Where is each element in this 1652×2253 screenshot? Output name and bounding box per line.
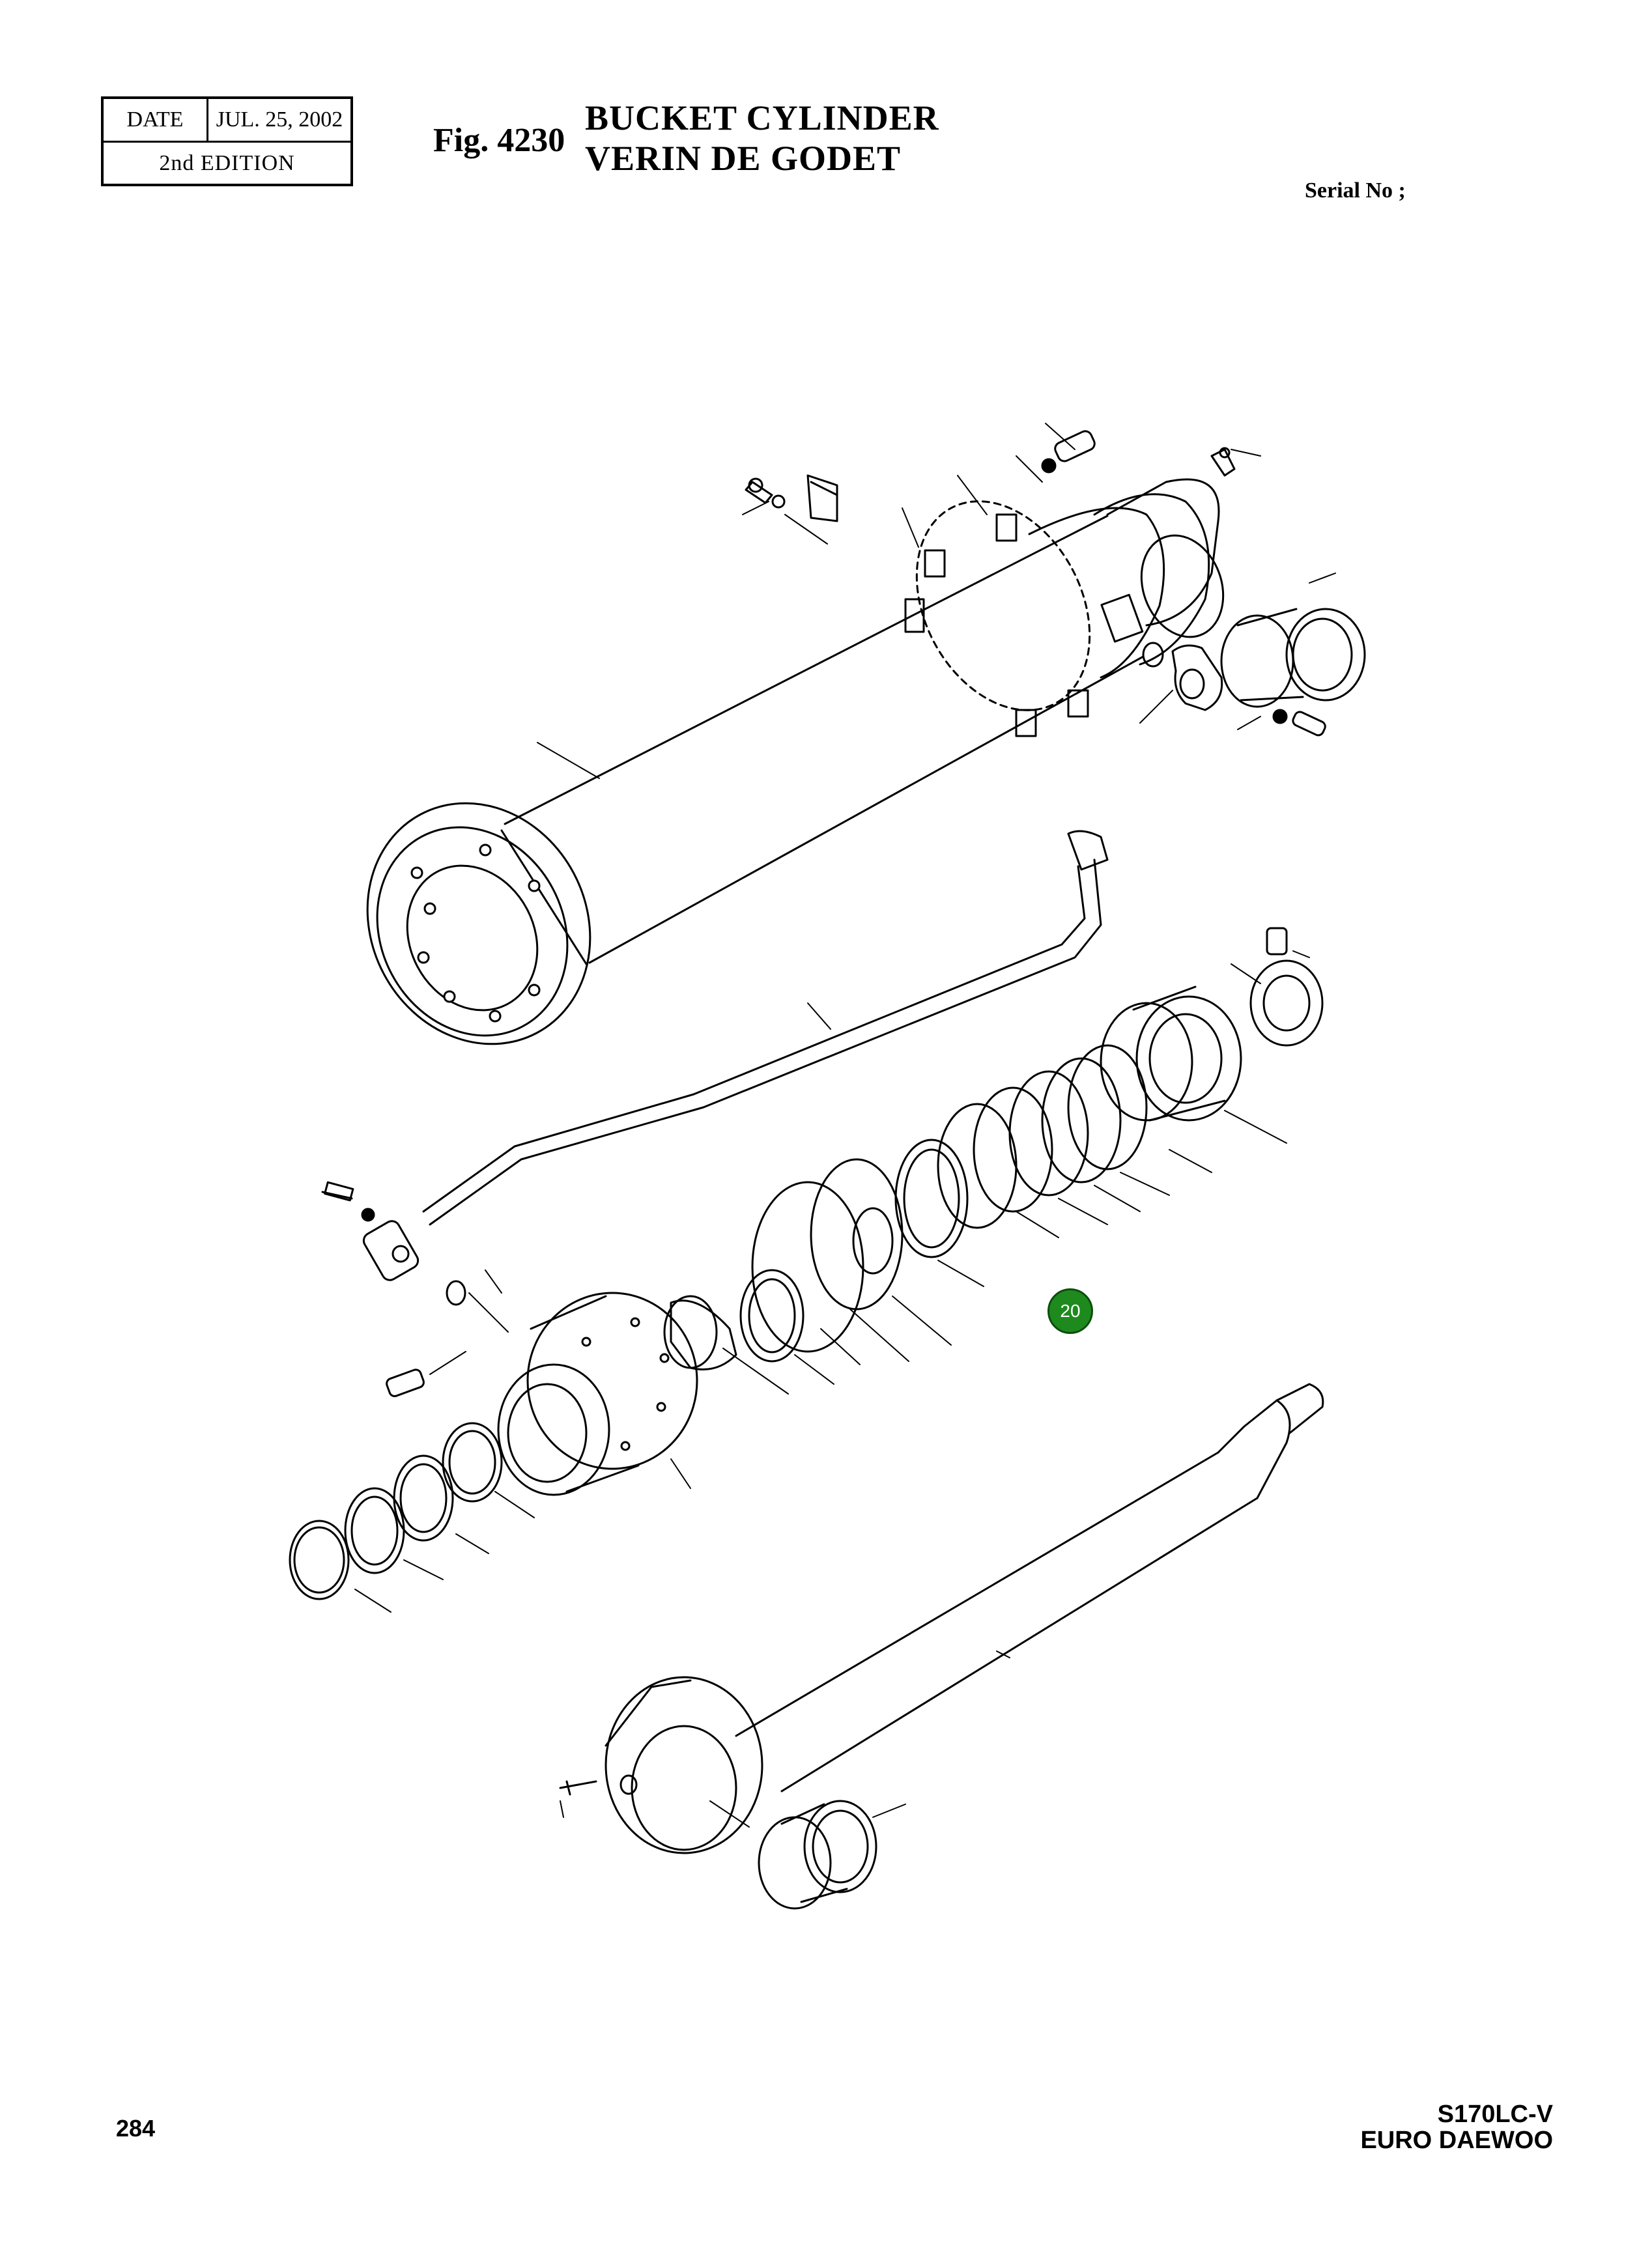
leader-lines (354, 423, 1336, 1828)
brand-name: EURO DAEWOO (1360, 2127, 1553, 2154)
part-callout-marker[interactable]: 20 (1047, 1288, 1093, 1334)
date-value: JUL. 25, 2002 (216, 107, 343, 132)
hydraulic-pipe (321, 830, 1109, 1306)
piston-rod (559, 1383, 1324, 1854)
title-french: VERIN DE GODET (585, 139, 902, 178)
cylinder-tube (366, 478, 1225, 1045)
date-row: DATE JUL. 25, 2002 (104, 99, 350, 143)
page-number: 284 (116, 2115, 156, 2142)
serial-label: Serial No ; (1305, 178, 1406, 203)
gland-rings (289, 1422, 503, 1600)
model-name: S170LC-V (1437, 2101, 1553, 2128)
model-info: S170LC-V EURO DAEWOO (1360, 2101, 1553, 2153)
figure-number: Fig. 4230 (433, 122, 565, 159)
date-box: DATE JUL. 25, 2002 2nd EDITION (101, 96, 353, 186)
mounting-hardware (745, 430, 1236, 522)
date-label: DATE (104, 99, 208, 141)
title-english: BUCKET CYLINDER (585, 98, 939, 137)
lower-bushing (758, 1800, 877, 1910)
upper-bushing (1220, 608, 1366, 708)
port-fitting (1142, 642, 1326, 737)
piston-seals (739, 927, 1324, 1363)
rod-head (386, 1292, 737, 1496)
edition-label: 2nd EDITION (159, 151, 295, 175)
